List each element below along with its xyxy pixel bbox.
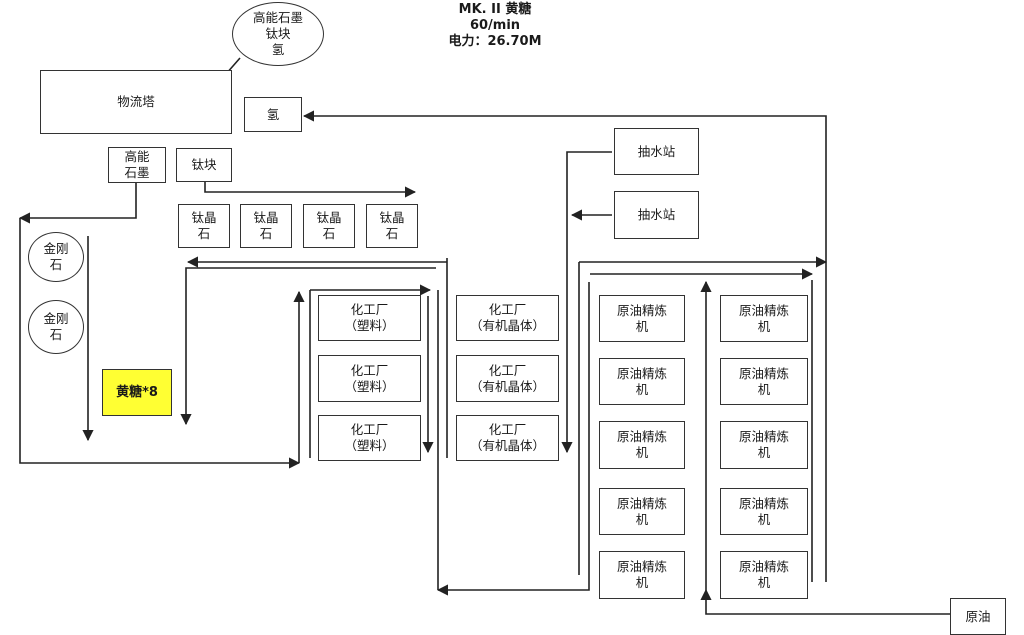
titanium-crystal-node: 钛晶 石: [178, 204, 230, 248]
diamond-node: 金刚 石: [28, 232, 84, 282]
chem-plant-organic-node: 化工厂 （有机晶体）: [456, 355, 559, 402]
refinery-node: 原油精炼 机: [599, 421, 685, 469]
refinery-node: 原油精炼 机: [720, 295, 808, 342]
callout-bubble: 高能石墨 钛块 氢: [232, 2, 324, 66]
refinery-node: 原油精炼 机: [599, 488, 685, 535]
graphene-node: 高能 石墨: [108, 147, 166, 183]
bottom-return-line: [436, 282, 590, 596]
chem-plant-plastic-node: 化工厂 （塑料）: [318, 415, 421, 461]
titanium-block-node: 钛块: [176, 148, 232, 182]
refinery-node: 原油精炼 机: [599, 551, 685, 599]
chem-plant-organic-node: 化工厂 （有机晶体）: [456, 415, 559, 461]
header-title: MK. II 黄糖: [458, 2, 532, 17]
chem-plant-plastic-node: 化工厂 （塑料）: [318, 355, 421, 402]
titanium-crystal-node: 钛晶 石: [366, 204, 418, 248]
titanium-crystal-node: 钛晶 石: [240, 204, 292, 248]
titanium-crystal-node: 钛晶 石: [303, 204, 355, 248]
diamond-out-line: [19, 218, 301, 469]
crude-oil-node: 原油: [950, 598, 1006, 635]
refinery-node: 原油精炼 机: [720, 421, 808, 469]
titanium-feed-line: [204, 182, 417, 198]
refinery-node: 原油精炼 机: [720, 358, 808, 405]
crude-oil-line: [700, 588, 950, 615]
header-power: 电力：26.70M: [448, 34, 542, 49]
diamond-node: 金刚 石: [28, 300, 84, 354]
logistics-tower-node: 物流塔: [40, 70, 232, 134]
water-pump-node: 抽水站: [614, 191, 699, 239]
refinery-node: 原油精炼 机: [720, 551, 808, 599]
chem-plant-organic-node: 化工厂 （有机晶体）: [456, 295, 559, 341]
header-rate: 60/min: [469, 18, 521, 33]
return-to-target-line: [180, 267, 436, 426]
target-node: 黄糖*8: [102, 369, 172, 416]
hydrogen-node: 氢: [244, 97, 302, 132]
refinery-node: 原油精炼 机: [599, 358, 685, 405]
refinery-node: 原油精炼 机: [599, 295, 685, 342]
hydrogen-line: [302, 110, 827, 582]
diagram-header: MK. II 黄糖 60/min 电力：26.70M: [420, 2, 570, 50]
refinery-node: 原油精炼 机: [720, 488, 808, 535]
chem-plant-plastic-node: 化工厂 （塑料）: [318, 295, 421, 341]
graphene-line: [18, 182, 137, 224]
water-main-line: [561, 151, 612, 454]
water-pump-node: 抽水站: [614, 128, 699, 175]
